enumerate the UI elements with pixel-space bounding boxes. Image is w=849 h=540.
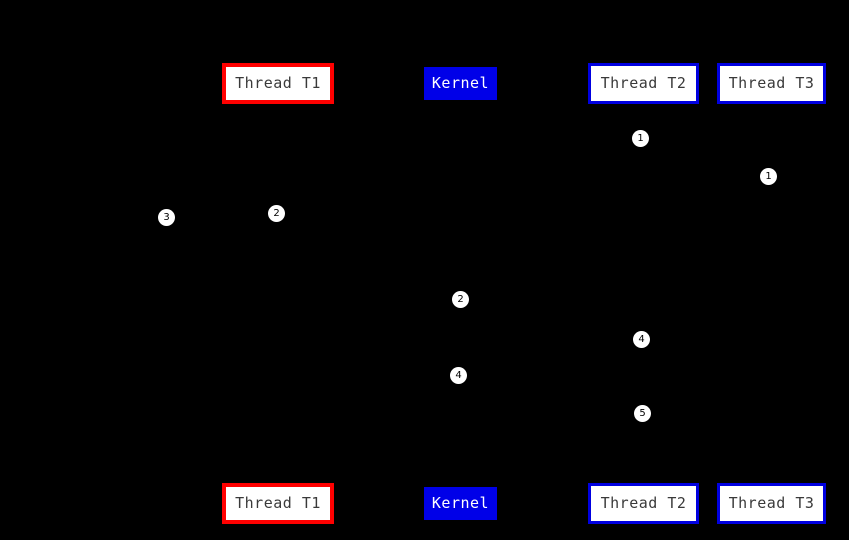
participant-label: Thread T3 — [728, 74, 815, 92]
lifeline-thread-t3 — [771, 103, 772, 483]
step-marker: 1 — [760, 168, 777, 185]
step-number: 2 — [273, 207, 280, 219]
step-marker: 2 — [268, 205, 285, 222]
participant-kernel-top[interactable]: Kernel — [424, 67, 497, 100]
participant-thread-t2-bottom[interactable]: Thread T2 — [588, 483, 699, 524]
step-number: 2 — [457, 293, 464, 305]
participant-label: Thread T2 — [600, 74, 687, 92]
participant-thread-t3-top[interactable]: Thread T3 — [717, 63, 826, 104]
step-marker: 4 — [633, 331, 650, 348]
step-marker: 5 — [634, 405, 651, 422]
participant-thread-t1-bottom[interactable]: Thread T1 — [222, 483, 334, 524]
lifeline-thread-t1 — [278, 103, 279, 483]
step-number: 5 — [639, 407, 646, 419]
participant-thread-t2-top[interactable]: Thread T2 — [588, 63, 699, 104]
participant-label: Kernel — [431, 74, 490, 92]
step-number: 4 — [638, 333, 645, 345]
step-marker: 3 — [158, 209, 175, 226]
participant-thread-t3-bottom[interactable]: Thread T3 — [717, 483, 826, 524]
step-number: 3 — [163, 211, 170, 223]
step-marker: 1 — [632, 130, 649, 147]
participant-label: Thread T3 — [728, 494, 815, 512]
participant-label: Kernel — [431, 494, 490, 512]
participant-kernel-bottom[interactable]: Kernel — [424, 487, 497, 520]
participant-label: Thread T2 — [600, 494, 687, 512]
step-number: 1 — [765, 170, 772, 182]
participant-thread-t1-top[interactable]: Thread T1 — [222, 63, 334, 104]
step-number: 1 — [637, 132, 644, 144]
step-number: 4 — [455, 369, 462, 381]
step-marker: 4 — [450, 367, 467, 384]
participant-label: Thread T1 — [235, 494, 321, 512]
participant-label: Thread T1 — [235, 74, 321, 92]
step-marker: 2 — [452, 291, 469, 308]
lifeline-thread-t2 — [643, 103, 644, 483]
